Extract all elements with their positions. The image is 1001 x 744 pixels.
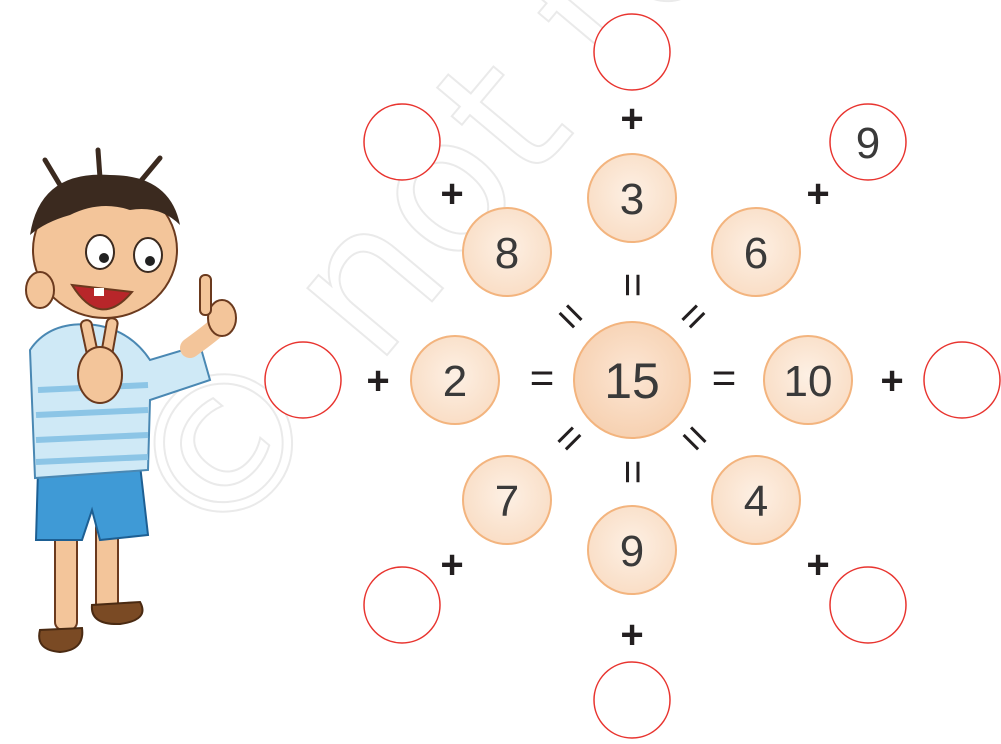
plus-sign-top: + — [620, 97, 643, 141]
outer-value-top-right: 9 — [856, 119, 880, 168]
inner-circle-left: 2 — [411, 336, 499, 424]
inner-value-bottom-right: 4 — [744, 477, 768, 526]
equals-sign-right: = — [712, 354, 737, 401]
outer-circle-top[interactable] — [594, 14, 670, 90]
inner-value-right: 10 — [784, 357, 833, 406]
equals-sign-top-right: = — [668, 291, 719, 342]
inner-value-top: 3 — [620, 175, 644, 224]
outer-circle-bottom-left[interactable] — [364, 567, 440, 643]
inner-value-top-left: 8 — [495, 229, 519, 278]
inner-circle-bottom: 9 — [588, 506, 676, 594]
equals-sign-bottom-right: = — [670, 413, 721, 464]
outer-circle-bottom-right[interactable] — [830, 567, 906, 643]
center-circle: 15 — [574, 322, 690, 438]
plus-sign-right: + — [880, 359, 903, 403]
outer-circle-top-right[interactable]: 9 — [830, 104, 906, 180]
plus-sign-top-left: + — [440, 172, 463, 216]
inner-value-bottom-left: 7 — [495, 477, 519, 526]
outer-circle-top-left[interactable] — [364, 104, 440, 180]
inner-circle-right: 10 — [764, 336, 852, 424]
plus-sign-top-right: + — [806, 172, 829, 216]
equals-sign-top: = — [610, 273, 657, 298]
plus-sign-left: + — [366, 359, 389, 403]
outer-circle-bottom[interactable] — [594, 662, 670, 738]
inner-circle-top: 3 — [588, 154, 676, 242]
center-value: 15 — [604, 353, 660, 409]
plus-sign-bottom: + — [620, 613, 643, 657]
outer-circle-left[interactable] — [265, 342, 341, 418]
inner-circle-top-right: 6 — [712, 208, 800, 296]
inner-value-bottom: 9 — [620, 527, 644, 576]
outer-circle-right[interactable] — [924, 342, 1000, 418]
equals-sign-left: = — [530, 354, 555, 401]
plus-sign-bottom-left: + — [440, 543, 463, 587]
equals-sign-bottom: = — [610, 460, 657, 485]
inner-circle-bottom-left: 7 — [463, 456, 551, 544]
equals-sign-top-left: = — [546, 291, 597, 342]
inner-value-left: 2 — [443, 357, 467, 406]
plus-sign-bottom-right: + — [806, 543, 829, 587]
inner-circle-bottom-right: 4 — [712, 456, 800, 544]
puzzle: = = = = = = = = + + + + + + + + 15 3 6 — [265, 14, 1000, 738]
inner-value-top-right: 6 — [744, 229, 768, 278]
equals-sign-bottom-left: = — [544, 413, 595, 464]
inner-circle-top-left: 8 — [463, 208, 551, 296]
